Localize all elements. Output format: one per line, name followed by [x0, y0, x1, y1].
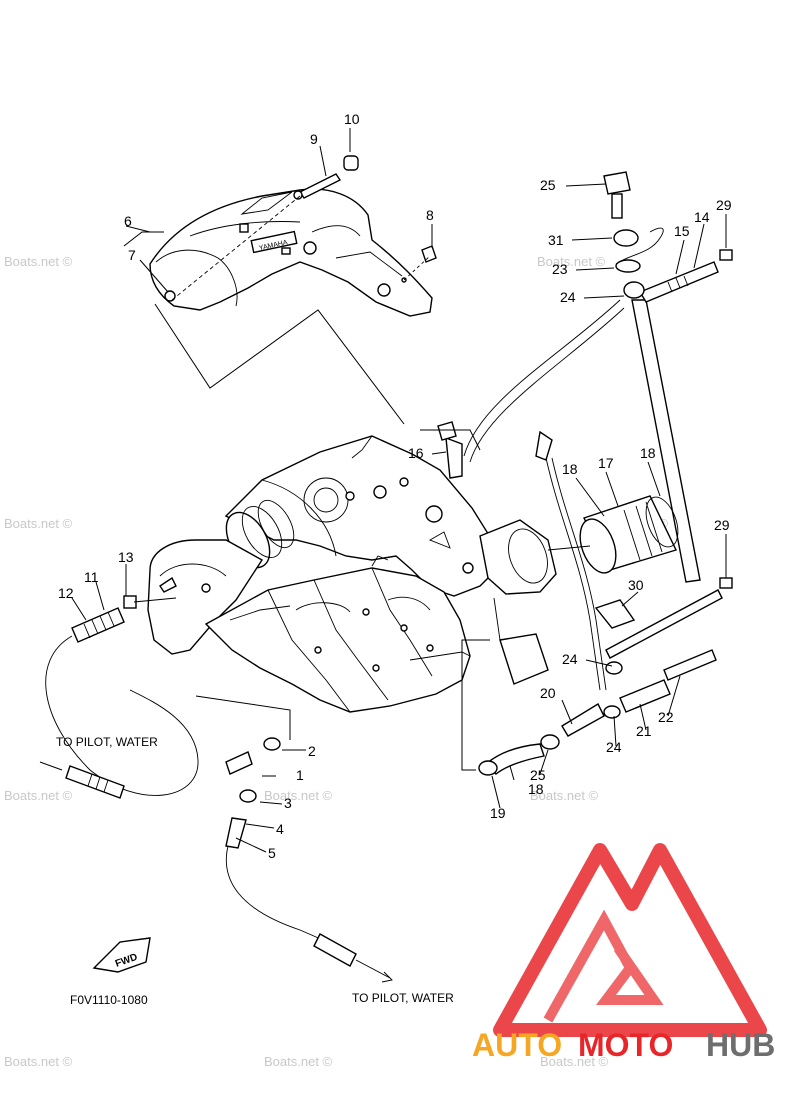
- automotohub-logo: AUTO MOTO HUB: [472, 843, 775, 1063]
- callout-label: 24: [560, 289, 576, 305]
- watermark: Boats.net ©: [4, 1054, 73, 1069]
- logo-word-hub: HUB: [706, 1027, 775, 1063]
- note-to-pilot-water-bottom: TO PILOT, WATER: [352, 991, 454, 1005]
- callout-label: 29: [716, 197, 732, 213]
- watermark: Boats.net ©: [264, 1054, 333, 1069]
- callout-label: 24: [606, 739, 622, 755]
- lower-water-line: [195, 695, 393, 983]
- water-hoses: [420, 171, 733, 776]
- callout-label: 25: [540, 177, 556, 193]
- leader-lines: [71, 128, 727, 853]
- callout-label: 2: [308, 743, 316, 759]
- callout-label: 6: [124, 213, 132, 229]
- callout-label: 18: [562, 461, 578, 477]
- callout-label: 22: [658, 709, 674, 725]
- callout-label: 3: [284, 795, 292, 811]
- callout-label: 10: [344, 111, 360, 127]
- callout-label: 7: [128, 247, 136, 263]
- callout-label: 1: [296, 767, 304, 783]
- watermark: Boats.net ©: [540, 1054, 609, 1069]
- callout-label: 5: [268, 845, 276, 861]
- callout-label: 9: [310, 131, 318, 147]
- callout-label: 21: [636, 723, 652, 739]
- callout-label: 18: [640, 445, 656, 461]
- callout-label: 29: [714, 517, 730, 533]
- logo-word-auto: AUTO: [472, 1027, 562, 1063]
- exhaust-cover: YAMAHA: [149, 155, 437, 317]
- figure-code: F0V1110-1080: [70, 993, 148, 1007]
- watermark: Boats.net ©: [4, 516, 73, 531]
- logo-word-moto: MOTO: [578, 1027, 673, 1063]
- callout-label: 13: [118, 549, 134, 565]
- callout-label: 20: [540, 685, 556, 701]
- callout-label: 12: [58, 585, 74, 601]
- watermark: Boats.net ©: [264, 788, 333, 803]
- watermark: Boats.net ©: [4, 254, 73, 269]
- callout-labels: 10 9 8 6 7 25 31 23 24 15 14 29 16 18 17…: [58, 111, 732, 861]
- callout-label: 18: [528, 781, 544, 797]
- callout-label: 8: [426, 207, 434, 223]
- callout-label: 11: [84, 569, 99, 585]
- callout-label: 14: [694, 209, 710, 225]
- callout-label: 24: [562, 651, 578, 667]
- note-to-pilot-water-left: TO PILOT, WATER: [56, 735, 158, 749]
- callout-label: 17: [598, 455, 614, 471]
- fwd-arrow-badge: FWD: [92, 937, 151, 973]
- callout-label: 4: [276, 821, 284, 837]
- callout-label: 16: [408, 445, 424, 461]
- watermark: Boats.net ©: [4, 788, 73, 803]
- callout-label: 23: [552, 261, 568, 277]
- engine-assembly: [147, 430, 557, 713]
- callout-label: 19: [490, 805, 506, 821]
- callout-label: 31: [548, 232, 564, 248]
- watermark: Boats.net ©: [530, 788, 599, 803]
- callout-label: 15: [674, 223, 690, 239]
- callout-label: 25: [530, 767, 546, 783]
- callout-label: 30: [628, 577, 644, 593]
- watermark: Boats.net ©: [537, 254, 606, 269]
- left-water-line: [39, 595, 199, 799]
